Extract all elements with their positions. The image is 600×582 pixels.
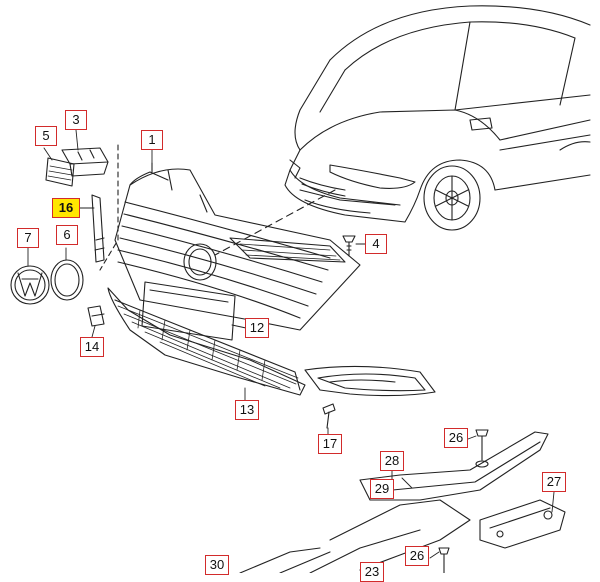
trim-strip (91, 194, 105, 263)
badge-emblem-strip (45, 157, 75, 187)
fog-light-trim (304, 365, 436, 397)
callout-30[interactable]: 30 (205, 555, 229, 575)
screw-26-bottom (438, 547, 450, 573)
callout-3[interactable]: 3 (65, 110, 87, 130)
grille-bracket (61, 147, 109, 177)
callout-28[interactable]: 28 (380, 451, 404, 471)
lower-grille (107, 287, 306, 396)
screw-17 (322, 403, 336, 429)
callout-13[interactable]: 13 (235, 400, 259, 420)
car-illustration (284, 5, 591, 231)
callout-7[interactable]: 7 (17, 228, 39, 248)
callout-27[interactable]: 27 (542, 472, 566, 492)
emblem-ring (50, 259, 84, 301)
screw-26-top (475, 429, 489, 468)
callout-23[interactable]: 23 (360, 562, 384, 582)
dashed-leader (214, 189, 336, 256)
license-plate-bracket (141, 281, 236, 341)
radiator-grille (114, 162, 361, 331)
callout-4[interactable]: 4 (365, 234, 387, 254)
callout-16-highlighted[interactable]: 16 (52, 198, 80, 218)
callout-17[interactable]: 17 (318, 434, 342, 454)
callout-5[interactable]: 5 (35, 126, 57, 146)
dashed-leader-16 (99, 144, 119, 271)
callout-29[interactable]: 29 (370, 479, 394, 499)
screw-4 (342, 235, 356, 257)
callout-26-top[interactable]: 26 (444, 428, 468, 448)
callout-1[interactable]: 1 (141, 130, 163, 150)
vw-emblem (10, 265, 50, 305)
leader-lines (27, 129, 555, 559)
lower-bracket (87, 305, 105, 327)
callout-6[interactable]: 6 (56, 225, 78, 245)
callout-14[interactable]: 14 (80, 337, 104, 357)
callout-12[interactable]: 12 (245, 318, 269, 338)
callout-26-bottom[interactable]: 26 (405, 546, 429, 566)
